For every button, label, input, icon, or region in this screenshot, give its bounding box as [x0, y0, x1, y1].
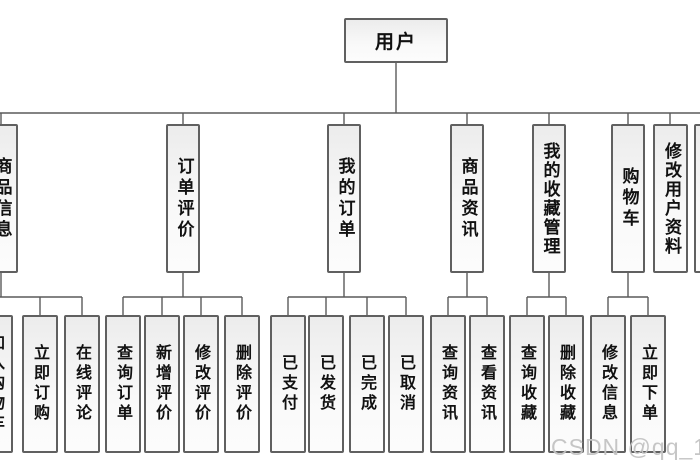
- node-query-order: 查询订单: [105, 315, 141, 453]
- node-my-orders: 我的订单: [327, 124, 361, 273]
- node-paid: 已支付: [270, 315, 306, 453]
- node-favorites-mgmt: 我的收藏管理: [532, 124, 566, 273]
- node-product-news: 商品资讯: [450, 124, 484, 273]
- node-clipped-right: [694, 124, 700, 273]
- node-order-review: 订单评价: [166, 124, 200, 273]
- node-query-favorites: 查询收藏: [509, 315, 545, 453]
- node-shipped: 已发货: [308, 315, 344, 453]
- node-order-now: 立即订购: [22, 315, 58, 453]
- node-delete-review: 删除评价: [224, 315, 260, 453]
- node-shopping-cart: 购物车: [611, 124, 645, 273]
- node-place-order: 立即下单: [630, 315, 666, 453]
- node-user: 用户: [344, 18, 448, 63]
- node-edit-review: 修改评价: [183, 315, 219, 453]
- node-add-to-cart: 加入购物车: [0, 315, 13, 453]
- node-query-news: 查询资讯: [430, 315, 466, 453]
- node-delete-favorites: 删除收藏: [548, 315, 584, 453]
- node-completed: 已完成: [349, 315, 385, 453]
- node-cancelled: 已取消: [388, 315, 424, 453]
- node-edit-info: 修改信息: [590, 315, 626, 453]
- node-product-info: 商品信息: [0, 124, 18, 273]
- csdn-watermark: CSDN @qq_140: [551, 434, 700, 460]
- node-add-review: 新增评价: [144, 315, 180, 453]
- node-online-comment: 在线评论: [64, 315, 100, 453]
- node-view-news: 查看资讯: [469, 315, 505, 453]
- node-edit-profile: 修改用户资料: [653, 124, 688, 273]
